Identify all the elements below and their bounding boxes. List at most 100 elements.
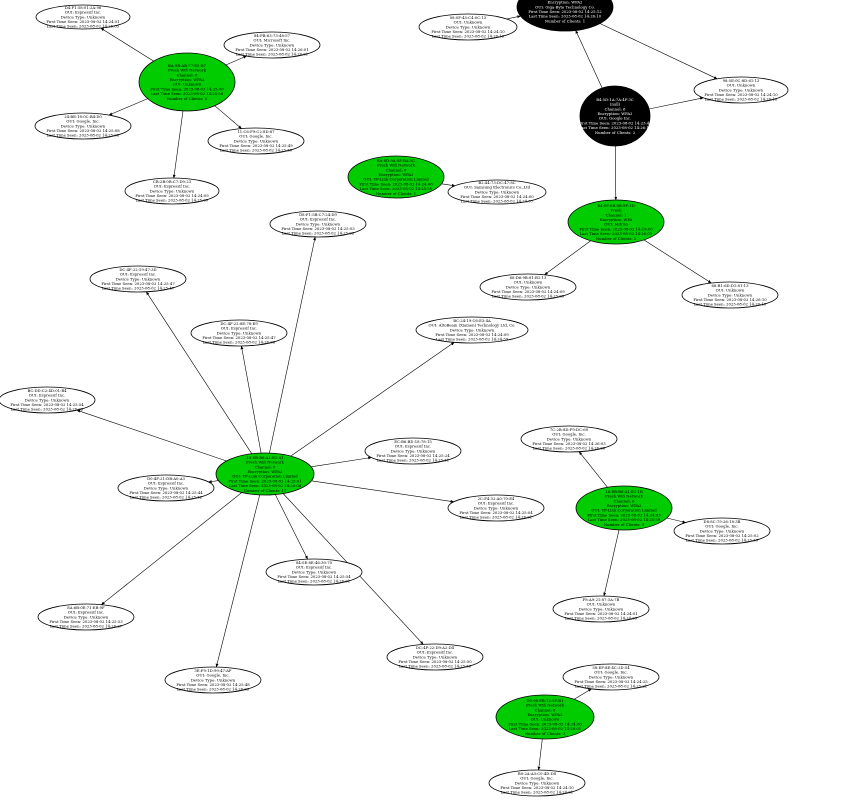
node-label-line: OUI: Giga-Byte Technology Co.: [535, 4, 595, 9]
node-label-line: Encryption: WPA2: [379, 172, 415, 177]
node-label-line: Encryption: WPA2: [607, 503, 643, 508]
node-label-line: Last Time Seen: 2023-08-02 14:25:05: [47, 24, 120, 29]
node-label-line: Encryption: WPA2: [598, 111, 634, 116]
node-label-line: D4:F1:58:01:2A:96: [65, 5, 102, 10]
node-label-line: 98:5E:0C:8D:61:13: [723, 78, 760, 83]
client-ellipse: [265, 558, 363, 586]
node-label-line: 58:EF:8E:4C:2D:54: [592, 665, 630, 670]
edge-ap1-c3: [108, 98, 148, 116]
node-label-line: OUI: Unknown: [531, 717, 560, 722]
node-label-line: First Time Seen: 2023-08-02 14:24:09: [435, 332, 509, 337]
node-label-line: Encryption: WPA: [600, 217, 633, 222]
client-ellipse: [0, 386, 96, 414]
access-point-ellipse: [579, 85, 651, 147]
node-label-line: Device Type: Unknown: [579, 606, 624, 611]
node-label-line: CB:2B:0B:C7:D0:23: [153, 179, 192, 184]
edge-ap7-c25: [603, 529, 620, 597]
node-label-line: OUI: Google, Inc.: [196, 673, 230, 678]
node-label-line: Device Type: Unknown: [506, 284, 551, 289]
node-label-line: Last Time Seen: 2023-08-02 14:25:59: [588, 517, 661, 522]
node-label-line: Encryption: WPA2: [528, 712, 564, 717]
node-label-line: OUI: Espressif Inc.: [154, 184, 191, 189]
node-label-line: OUI: Google, Inc.: [66, 119, 100, 124]
node-label-line: Device Type: Unknown: [116, 276, 161, 281]
node-label-line: Device Type: Unknown: [589, 674, 634, 679]
node-label-line: Channel: 6: [605, 106, 626, 111]
node-label-line: Encryption: WPA2: [248, 469, 284, 474]
node-label-line: Last Time Seen: 2023-08-02 14:26:06: [533, 446, 606, 451]
node-label-line: OUI: Unknown: [514, 280, 543, 285]
node-label-line: First Time Seen: 2023-08-02 14:25:01: [228, 478, 301, 483]
node-label-line: Last Time Seen: 2023-08-02 14:25:56: [399, 664, 472, 669]
node-label-line: Last Time Seen: 2023-08-02 14:25:00: [136, 198, 209, 203]
client-ellipse: [190, 319, 288, 347]
node-label-line: Device Type: Unknown: [292, 569, 337, 574]
client-ellipse: [415, 316, 529, 344]
node-label-line: First Time Seen: 2023-08-02 14:25:49: [219, 143, 293, 148]
node-label-line: Fresh Wifi Network: [168, 68, 207, 73]
node-label-line: Encryption: WPA2: [548, 0, 584, 5]
node-label-line: BC:24:19:C6:E3:4A: [453, 318, 491, 323]
edge-ap6-c16: [311, 456, 372, 468]
node-label-line: BA:9B:AB:77:E5:B7: [168, 63, 206, 68]
client-ellipse: [164, 666, 262, 694]
node-label-line: OUI: Espressif Inc.: [417, 650, 454, 655]
node-label-line: Fresh Wifi Network: [605, 494, 644, 499]
node-label-line: First Time Seen: 2023-08-02 14:24:00: [359, 181, 433, 186]
node-label-line: B0:2A:A3:C0:4D:D8: [518, 771, 557, 776]
node-label-line: OUI: Espressif Inc.: [120, 272, 157, 277]
node-label-line: Device Type: Unknown: [474, 505, 519, 510]
node-label-line: First Time Seen: 2023-08-02 14:25:50: [398, 659, 472, 664]
node-label-line: Device Type: Unknown: [217, 330, 262, 335]
node-label-line: 14:EB:B6:A1:E2:1B: [605, 489, 643, 494]
node-label-line: Channel: 8: [177, 72, 198, 77]
node-label-line: First Time Seen: 2023-08-02 14:25:53: [49, 619, 123, 624]
node-label-line: First Time Seen: 2023-08-02 14:23:49: [578, 120, 652, 125]
client-ellipse: [364, 437, 462, 465]
node-label-line: Device Type: Unknown: [150, 188, 195, 193]
node-label-line: Fresh Wifi Network: [526, 703, 565, 708]
node-label-line: First Time Seen: 2023-08-02 14:26:03: [532, 441, 606, 446]
node-label-line: Last Time Seen: 2023-08-02 14:25:52: [130, 495, 203, 500]
access-point-node-ap3[interactable]: B4:5D:1A:7A:4F:3C(null)Channel: 6Encrypt…: [578, 85, 652, 147]
node-label-line: Last Time Seen: 2023-08-02 14:26:14: [579, 125, 652, 130]
node-label-line: First Time Seen: 2023-08-02 14:25:47: [101, 281, 175, 286]
node-label-line: OUI: Google Inc.: [599, 116, 631, 121]
node-label-line: Device Type: Unknown: [708, 292, 753, 297]
node-label-line: Device Type: Unknown: [391, 448, 436, 453]
